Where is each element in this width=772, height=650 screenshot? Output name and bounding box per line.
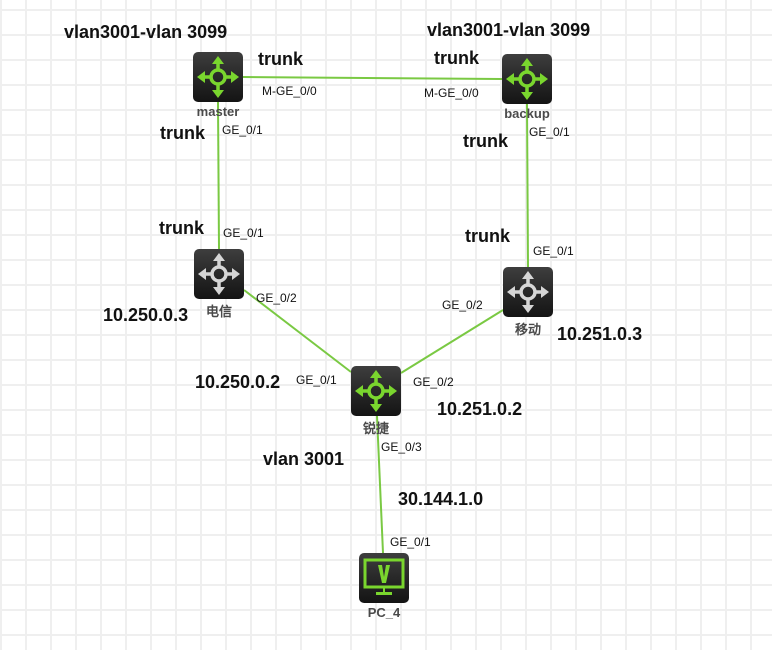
router-glyph <box>507 271 549 313</box>
port-label-ruijie-ge02: GE_0/2 <box>413 375 454 389</box>
link-master-backup[interactable] <box>242 76 503 80</box>
annotation-trunk: trunk <box>258 49 303 69</box>
annotation-trunk: trunk <box>434 48 479 68</box>
node-label: master <box>196 104 240 119</box>
node-mobile[interactable]: 移动 <box>503 267 553 338</box>
annotation-master-vlan: vlan3001-vlan 3099 <box>64 22 228 42</box>
port-label-master-mge00: M-GE_0/0 <box>262 84 317 98</box>
annotation-trunk: trunk <box>463 131 508 151</box>
annotation-trunk: trunk <box>160 123 205 143</box>
monitor-glyph <box>363 558 405 595</box>
annotation-telecom-ip: 10.250.0.3 <box>103 305 189 325</box>
annotation-pc-subnet: 30.144.1.0 <box>398 489 484 509</box>
port-label-backup-ge01: GE_0/1 <box>529 125 570 139</box>
node-label: 电信 <box>205 305 233 320</box>
link-master-telecom[interactable] <box>217 101 220 250</box>
router-glyph <box>198 253 240 295</box>
annotation-trunk: trunk <box>159 218 204 238</box>
router-icon[interactable] <box>503 267 553 317</box>
annotation-ruijie-telecom-ip: 10.250.0.2 <box>195 372 281 392</box>
node-label: PC_4 <box>367 605 401 620</box>
router-glyph <box>197 56 239 98</box>
port-label-mobile-ge02: GE_0/2 <box>442 298 483 312</box>
annotation-trunk: trunk <box>465 226 510 246</box>
router-icon[interactable] <box>194 249 244 299</box>
link-mobile-ruijie[interactable] <box>400 309 504 374</box>
router-icon[interactable] <box>502 54 552 104</box>
annotation-ruijie-mobile-ip: 10.251.0.2 <box>437 399 523 419</box>
router-glyph <box>355 370 397 412</box>
port-label-pc4-ge01: GE_0/1 <box>390 535 431 549</box>
annotation-ruijie-vlan: vlan 3001 <box>263 449 345 469</box>
link-ruijie-pc4[interactable] <box>376 415 384 554</box>
port-label-ruijie-ge01: GE_0/1 <box>296 373 337 387</box>
node-label: 移动 <box>514 323 542 338</box>
annotation-backup-vlan: vlan3001-vlan 3099 <box>427 20 591 40</box>
node-ruijie[interactable]: 锐捷 <box>351 366 401 437</box>
link-backup-mobile[interactable] <box>526 103 529 268</box>
port-label-telecom-ge01: GE_0/1 <box>223 226 264 240</box>
node-master[interactable]: master <box>193 52 243 119</box>
port-label-master-ge01: GE_0/1 <box>222 123 263 137</box>
node-backup[interactable]: backup <box>502 54 552 121</box>
port-label-telecom-ge02: GE_0/2 <box>256 291 297 305</box>
monitor-icon[interactable] <box>359 553 409 603</box>
port-label-mobile-ge01: GE_0/1 <box>533 244 574 258</box>
node-telecom[interactable]: 电信 <box>194 249 244 320</box>
node-label: backup <box>504 106 550 121</box>
node-pc4[interactable]: PC_4 <box>359 553 409 620</box>
router-icon[interactable] <box>193 52 243 102</box>
annotation-mobile-ip: 10.251.0.3 <box>557 324 643 344</box>
port-label-ruijie-ge03: GE_0/3 <box>381 440 422 454</box>
node-label: 锐捷 <box>362 422 390 437</box>
router-icon[interactable] <box>351 366 401 416</box>
router-glyph <box>506 58 548 100</box>
link-telecom-ruijie[interactable] <box>243 289 352 373</box>
port-label-backup-mge00: M-GE_0/0 <box>424 86 479 100</box>
